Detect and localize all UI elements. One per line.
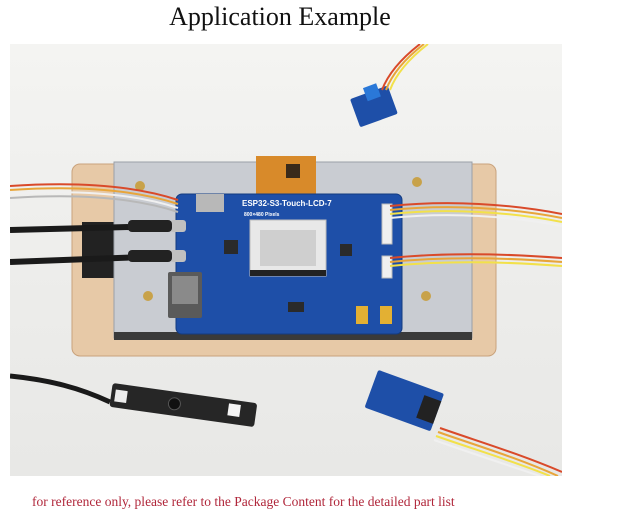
usb-plug — [128, 250, 172, 262]
sensor-wire — [435, 435, 551, 476]
fpc-latch — [250, 270, 326, 276]
lcd-panel-shadow — [114, 332, 472, 340]
board-resolution-label: 800×480 Pixels — [244, 212, 280, 218]
usb-c-port — [170, 250, 186, 262]
sd-card-slot — [196, 194, 224, 212]
sensor-wire — [10, 191, 179, 209]
application-illustration: ESP32-S3-Touch-LCD-7 800×480 Pixels — [10, 44, 562, 476]
standoff — [421, 291, 431, 301]
light-sensor-module — [109, 383, 257, 427]
sensor-wire — [10, 187, 179, 205]
sensor-wire — [10, 183, 179, 201]
standoff — [135, 181, 145, 191]
capacitor — [380, 306, 392, 324]
sensor-wire — [439, 427, 562, 473]
standoff — [412, 177, 422, 187]
distance-sensor-module — [365, 370, 444, 431]
fpc-chip — [286, 164, 300, 178]
page-title: Application Example — [169, 2, 391, 31]
ic-chip — [340, 244, 352, 256]
usb-plug — [128, 220, 172, 232]
product-photo: ESP32-S3-Touch-LCD-7 800×480 Pixels — [10, 44, 562, 476]
capacitor — [356, 306, 368, 324]
standoff — [143, 291, 153, 301]
sensor-wire — [389, 206, 562, 219]
fpc-connector-inner — [260, 230, 316, 266]
sensor-wire — [389, 261, 562, 267]
header-connector — [381, 255, 393, 279]
sensor-wire — [389, 214, 562, 227]
header-connector — [381, 203, 393, 245]
esp32-shield — [172, 276, 198, 304]
reference-footnote: for reference only, please refer to the … — [32, 494, 455, 509]
sensor-wire — [433, 439, 541, 476]
board-name-label: ESP32-S3-Touch-LCD-7 — [242, 199, 332, 208]
sensor-wire — [381, 44, 421, 91]
sensor-cable — [10, 373, 112, 405]
sensor-wire — [389, 44, 429, 91]
usb-c-port — [170, 220, 186, 232]
ic-chip — [288, 302, 304, 312]
sensor-wire — [389, 210, 562, 223]
sensor-wire — [389, 253, 562, 259]
sensor-wire — [389, 257, 562, 263]
ic-chip — [224, 240, 238, 254]
sensor-wire — [437, 431, 559, 476]
tilt-sensor-module — [350, 83, 398, 127]
sensor-wire — [10, 195, 179, 213]
sensor-wire — [385, 44, 425, 91]
sensor-wire — [389, 202, 562, 215]
